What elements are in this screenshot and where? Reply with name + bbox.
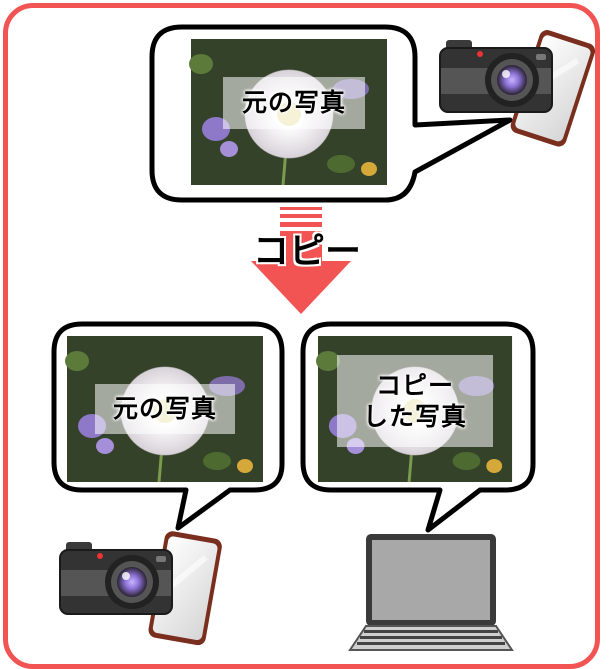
top-camera-icon bbox=[440, 40, 552, 112]
copied-photo-label-line2: した写真 bbox=[363, 401, 467, 432]
copied-photo-label-line1: コピー bbox=[376, 370, 454, 401]
laptop-icon bbox=[350, 534, 512, 650]
bottom-left-photo-label: 元の写真 bbox=[95, 384, 235, 434]
bottom-camera-icon bbox=[60, 542, 172, 614]
bottom-right-photo-label: コピー した写真 bbox=[337, 355, 493, 447]
copy-arrow-label: コピー bbox=[247, 225, 367, 271]
top-photo-label: 元の写真 bbox=[223, 77, 365, 129]
